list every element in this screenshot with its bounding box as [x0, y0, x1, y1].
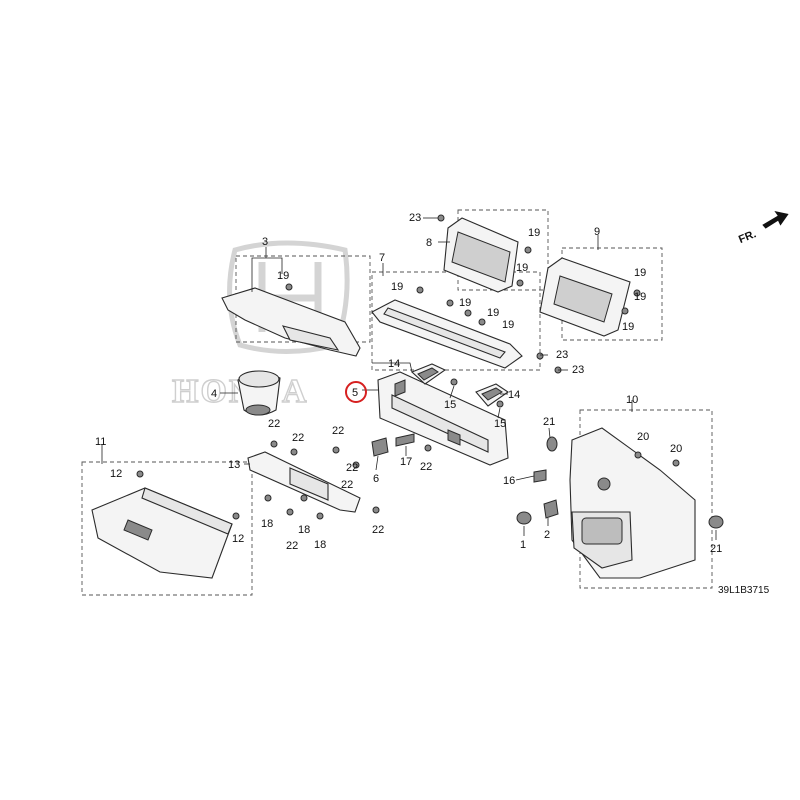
- callout-5: 5: [352, 387, 358, 399]
- callout-15-a: 15: [444, 399, 456, 411]
- part-9-vent-bezel: [539, 257, 631, 337]
- part-21-clip-lower: [708, 515, 724, 529]
- callout-12-a: 12: [110, 468, 122, 480]
- direction-label: FR.: [737, 228, 758, 246]
- highlight-ring-part-5: [345, 381, 367, 403]
- callout-20-b: 20: [670, 443, 682, 455]
- callout-1: 1: [520, 539, 526, 551]
- part-3-upper-garnish: [221, 287, 361, 357]
- part-7-dash-garnish: [371, 299, 523, 369]
- callout-2: 2: [544, 529, 550, 541]
- fasteners: [136, 214, 680, 520]
- front-arrow-icon: [762, 211, 789, 229]
- callout-22-d: 22: [346, 462, 358, 474]
- callout-8: 8: [426, 237, 432, 249]
- callout-22-b: 22: [292, 432, 304, 444]
- callout-22-h: 22: [372, 524, 384, 536]
- part-14-vent-left: [410, 363, 447, 385]
- callout-19-f: 19: [528, 227, 540, 239]
- callout-22-c: 22: [332, 425, 344, 437]
- callout-19-a: 19: [277, 270, 289, 282]
- callout-18-c: 18: [314, 539, 326, 551]
- callout-16: 16: [503, 475, 515, 487]
- callout-14-a: 14: [388, 358, 400, 370]
- callout-22-g: 22: [341, 479, 353, 491]
- callout-19-e: 19: [502, 319, 514, 331]
- part-13-bracket: [247, 451, 361, 513]
- callout-22-e: 22: [420, 461, 432, 473]
- callout-23-c: 23: [572, 364, 584, 376]
- diagram-code: 39L1B3715: [718, 585, 770, 596]
- part-16-clip: [533, 469, 547, 483]
- group-box-10: [579, 409, 713, 589]
- part-17-connector: [395, 433, 415, 447]
- callout-23-b: 23: [556, 349, 568, 361]
- callout-19-d: 19: [487, 307, 499, 319]
- callout-19-c: 19: [459, 297, 471, 309]
- part-5-center-panel: [377, 371, 509, 466]
- callout-19-g: 19: [516, 262, 528, 274]
- callout-10: 10: [626, 394, 638, 406]
- callout-14-b: 14: [508, 389, 520, 401]
- part-6-switch: [371, 437, 389, 457]
- callout-19-i: 19: [634, 291, 646, 303]
- part-14-vent-right: [475, 383, 509, 407]
- part-2-switch: [543, 499, 559, 519]
- callout-21-b: 21: [710, 543, 722, 555]
- callout-6: 6: [373, 473, 379, 485]
- part-1-knob: [516, 511, 532, 525]
- callout-19-b: 19: [391, 281, 403, 293]
- callout-17: 17: [400, 456, 412, 468]
- part-11-glove-box: [91, 487, 233, 579]
- callout-18-b: 18: [298, 524, 310, 536]
- group-box-11: [81, 461, 253, 596]
- callout-7: 7: [379, 252, 385, 264]
- callout-12-b: 12: [232, 533, 244, 545]
- part-21-clip-upper: [546, 436, 558, 452]
- callout-22-f: 22: [286, 540, 298, 552]
- front-direction-indicator: FR.: [737, 211, 789, 246]
- part-8-display-bezel: [443, 217, 519, 293]
- group-box-3: [235, 255, 371, 343]
- callout-21-a: 21: [543, 416, 555, 428]
- callout-19-j: 19: [622, 321, 634, 333]
- callout-20-a: 20: [637, 431, 649, 443]
- callout-19-h: 19: [634, 267, 646, 279]
- callout-22-a: 22: [268, 418, 280, 430]
- callout-18-a: 18: [261, 518, 273, 530]
- leader-lines: [101, 217, 717, 540]
- callout-4: 4: [211, 388, 217, 400]
- callout-13: 13: [228, 459, 240, 471]
- part-10-center-console: [569, 427, 696, 579]
- part-4-cup-holder: [237, 370, 281, 416]
- callout-3: 3: [262, 236, 268, 248]
- callout-15-b: 15: [494, 418, 506, 430]
- callout-9: 9: [594, 226, 600, 238]
- callout-11: 11: [95, 436, 106, 448]
- callout-23-a: 23: [409, 212, 421, 224]
